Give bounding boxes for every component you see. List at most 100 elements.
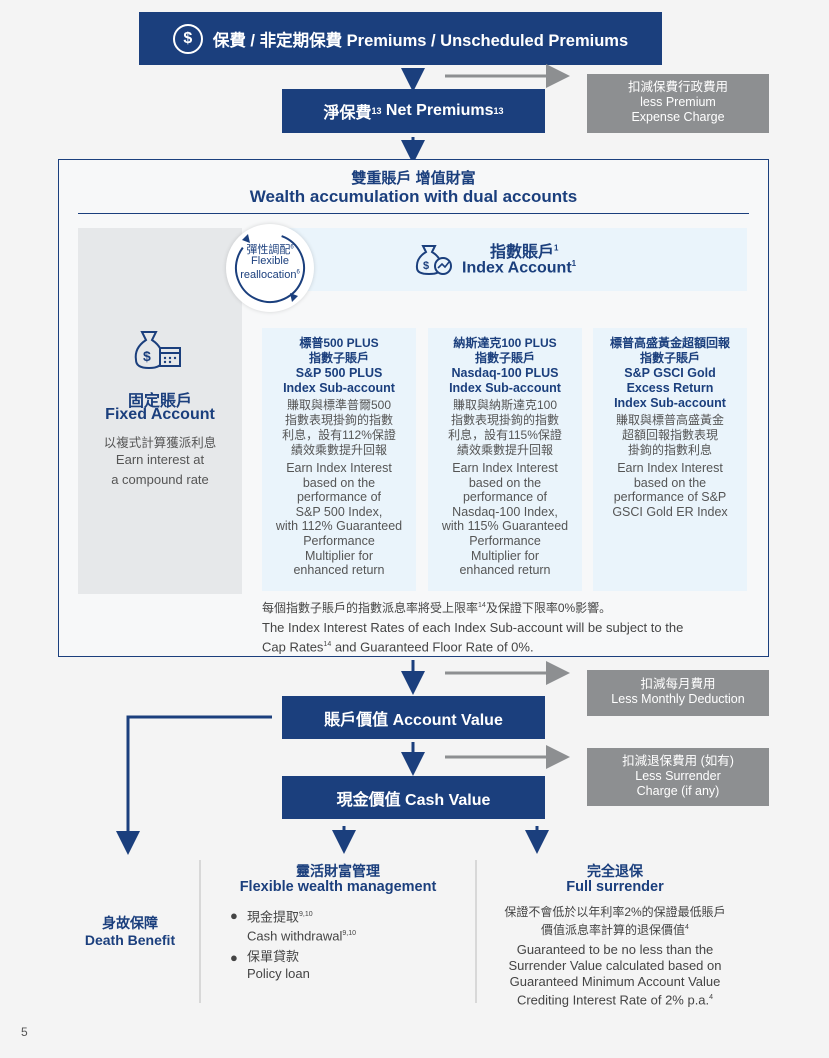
dollar-icon: $ <box>172 23 203 54</box>
net-premiums-zh: 淨保費 <box>323 105 372 122</box>
full-surrender-zh2-sup: 4 <box>685 924 689 931</box>
subaccount-gold: 標普高盛黃金超額回報 指數子賬戶 S&P GSCI Gold Excess Re… <box>593 328 747 591</box>
full-surrender-title-en: Full surrender <box>566 879 664 895</box>
premium-expense-en1: less Premium <box>640 95 716 109</box>
nasdaq-desc-zh: 賺取與納斯達克100 指數表現掛鉤的指數 利息，設有115%保證 績效乘數提升回… <box>428 398 582 458</box>
gold-desc-zh-line: 超額回報指數表現 <box>621 428 718 442</box>
death-benefit-en: Death Benefit <box>84 932 176 948</box>
money-bag-calendar-icon: $ <box>132 326 184 375</box>
flexible-title-zh: 靈活財富管理 <box>296 863 380 879</box>
full-surrender-en1: Guaranteed to be no less than the <box>516 942 714 957</box>
sp500-desc-en-line: enhanced return <box>293 563 385 578</box>
premium-expense-en2: Expense Charge <box>631 110 725 124</box>
sp500-desc-zh-line: 賺取與標準普爾500 <box>286 398 392 412</box>
full-surrender-desc: 保證不會低於以年利率2%的保證最低賬戶 價值派息率計算的退保價值4 Guaran… <box>476 904 754 1008</box>
gold-title-zh1: 標普高盛黃金超額回報 <box>609 336 730 350</box>
nasdaq-desc-zh-line: 指數表現掛鉤的指數 <box>450 413 559 427</box>
sp500-title-en1: S&P 500 PLUS <box>295 366 383 380</box>
cash-withdrawal-sup-en: 9,10 <box>342 930 356 938</box>
policy-loan-en: Policy loan <box>247 966 310 981</box>
sp500-title-en2: Index Sub-account <box>283 381 395 395</box>
cap-note-en-a: Cap Rates <box>262 639 324 655</box>
surrender-charge-en1: Less Surrender <box>635 769 721 783</box>
full-surrender-en4-sup: 4 <box>709 994 714 1001</box>
premiums-box: $ 保費 / 非定期保費 Premiums / Unscheduled Prem… <box>139 12 662 65</box>
cap-note-zh-sup: 14 <box>478 602 486 609</box>
index-account-sup-zh: 1 <box>554 243 559 253</box>
flexible-item-cash-withdrawal: ● 現金提取9,10 Cash withdrawal9,10 <box>230 906 356 945</box>
gold-desc-zh-line: 掛鉤的指數利息 <box>627 443 712 457</box>
sp500-desc-zh: 賺取與標準普爾500 指數表現掛鉤的指數 利息，設有112%保證 績效乘數提升回… <box>262 398 416 458</box>
fixed-account-panel: $ 固定賬戶 Fixed Account 以複式計算獲派利息 Earn inte… <box>78 228 242 594</box>
net-premiums-sup1: 13 <box>371 106 382 116</box>
nasdaq-desc-en-line: Performance <box>469 533 541 548</box>
flexible-title-en: Flexible wealth management <box>239 879 437 895</box>
sp500-desc-zh-line: 利息，設有112%保證 <box>282 428 396 442</box>
full-surrender-zh2: 價值派息率計算的退保價值4 <box>476 920 754 938</box>
subaccount-sp500: 標普500 PLUS 指數子賬戶 S&P 500 PLUS Index Sub-… <box>262 328 416 591</box>
full-surrender-en2: Surrender Value calculated based on <box>508 958 722 973</box>
gold-desc-en-line: based on the <box>633 475 707 490</box>
nasdaq-title-zh1: 納斯達克100 PLUS <box>453 336 557 350</box>
sp500-desc-en: Earn Index Interest based on the perform… <box>262 461 416 578</box>
sp500-desc-en-line: Multiplier for <box>304 548 374 563</box>
sp500-desc-en-line: Earn Index Interest <box>286 461 392 475</box>
gold-desc-en-line: performance of S&P <box>613 490 727 505</box>
nasdaq-desc-zh-line: 賺取與納斯達克100 <box>452 398 558 412</box>
full-surrender-en3: Guaranteed Minimum Account Value <box>509 974 721 989</box>
svg-text:$: $ <box>423 260 429 272</box>
cap-note: 每個指數子賬戶的指數派息率將受上限率14及保證下限率0%影響。 The Inde… <box>262 598 757 655</box>
index-account-zh: 指數賬戶 <box>490 244 555 261</box>
policy-loan-zh: 保單貸款 <box>247 949 300 964</box>
dual-title-en: Wealth accumulation with dual accounts <box>249 187 578 206</box>
nasdaq-desc-en-line: with 115% Guaranteed <box>441 519 569 534</box>
full-surrender-title-zh: 完全退保 <box>587 863 643 879</box>
cap-note-zh-b: 及保證下限率0%影響。 <box>485 601 612 615</box>
cap-note-en-b: and Guaranteed Floor Rate of 0%. <box>331 639 534 655</box>
gold-title-en3: Index Sub-account <box>614 396 726 410</box>
full-surrender-zh1: 保證不會低於以年利率2%的保證最低賬戶 <box>504 905 726 919</box>
gold-desc-en: Earn Index Interest based on the perform… <box>593 461 747 519</box>
reallocation-en1: Flexible <box>251 255 289 267</box>
cap-note-zh-a: 每個指數子賬戶的指數派息率將受上限率 <box>262 601 479 615</box>
reallocation-sup-en: 6 <box>296 269 300 276</box>
sp500-title-zh2: 指數子賬戶 <box>308 351 369 365</box>
cash-withdrawal-zh-text: 現金提取 <box>247 909 300 925</box>
sp500-desc-en-line: based on the <box>302 475 376 490</box>
surrender-charge-box: 扣減退保費用 (如有) Less Surrender Charge (if an… <box>587 748 769 806</box>
sp500-desc-en-line: with 112% Guaranteed <box>275 519 403 534</box>
fixed-account-title-en: Fixed Account <box>105 406 215 423</box>
reallocation-zh-text: 彈性調配 <box>246 244 291 256</box>
svg-text:$: $ <box>143 348 151 364</box>
dual-title-underline <box>78 213 749 214</box>
full-surrender-zh2-text: 價值派息率計算的退保價值 <box>541 923 686 937</box>
fixed-account-desc-en1: Earn interest at <box>115 452 205 467</box>
flexible-item-policy-loan: ● 保單貸款 Policy loan <box>230 948 310 982</box>
monthly-deduction-en: Less Monthly Deduction <box>611 692 745 706</box>
cash-withdrawal-en-text: Cash withdrawal <box>247 928 343 944</box>
net-premiums-sup2: 13 <box>493 106 504 116</box>
cap-note-zh: 每個指數子賬戶的指數派息率將受上限率14及保證下限率0%影響。 <box>262 598 757 616</box>
nasdaq-title-en1: Nasdaq-100 PLUS <box>451 366 559 380</box>
monthly-deduction-zh: 扣減每月費用 <box>640 677 716 691</box>
reallocation-en2-text: reallocation <box>240 269 297 281</box>
page-number: 5 <box>21 1025 28 1039</box>
cash-value-label: 現金價值 Cash Value <box>336 791 491 809</box>
nasdaq-title-zh2: 指數子賬戶 <box>474 351 535 365</box>
surrender-charge-en2: Charge (if any) <box>636 784 720 798</box>
sp500-desc-en-line: performance of <box>296 490 382 505</box>
cash-value-box: 現金價值 Cash Value <box>282 776 545 819</box>
cap-note-en1: The Index Interest Rates of each Index S… <box>262 620 684 635</box>
premium-expense-zh: 扣減保費行政費用 <box>627 80 728 94</box>
index-account-header: $ 指數賬戶1 Index Account1 <box>262 228 747 291</box>
account-value-box: 賬戶價值 Account Value <box>282 696 545 739</box>
nasdaq-desc-en-line: performance of <box>462 490 548 505</box>
gold-desc-en-line: GSCI Gold ER Index <box>612 504 728 519</box>
index-account-title-en: Index Account1 <box>462 259 576 277</box>
money-bag-chart-icon: $ <box>415 242 453 281</box>
sp500-desc-en-line: S&P 500 Index, <box>295 504 383 519</box>
sp500-desc-en-line: Performance <box>303 533 375 548</box>
net-premiums-en: Net Premiums <box>381 102 494 119</box>
nasdaq-desc-en-line: Earn Index Interest <box>452 461 558 475</box>
premium-expense-box: 扣減保費行政費用 less Premium Expense Charge <box>587 74 769 133</box>
